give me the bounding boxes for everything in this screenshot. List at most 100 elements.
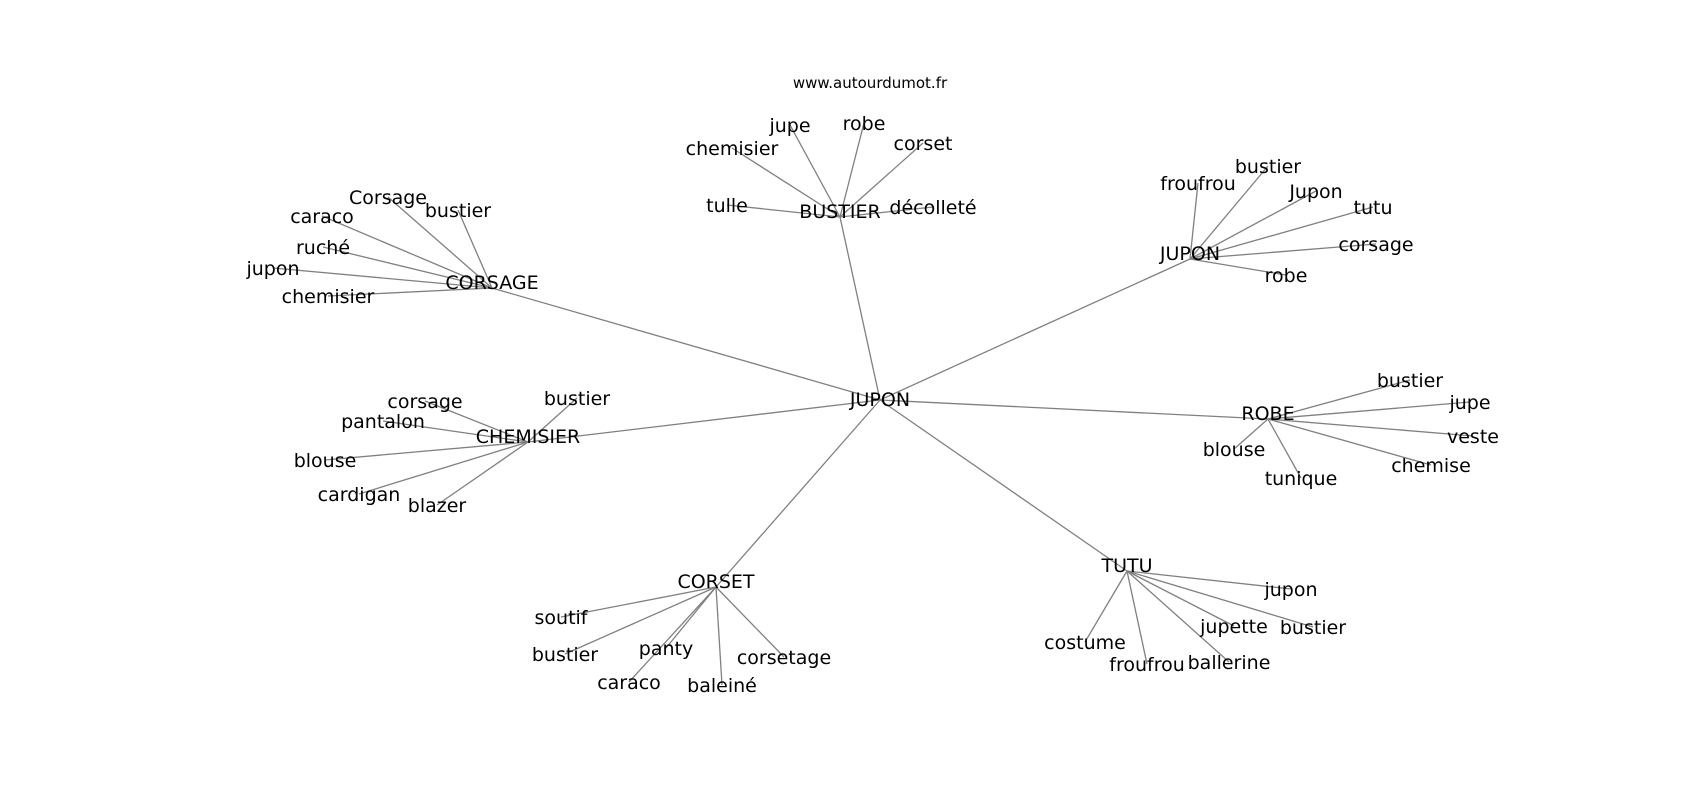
leaf-node-chemisier-2: pantalon xyxy=(341,411,425,433)
edge-corsage-leaf-4 xyxy=(272,267,493,289)
edge-chemisier-leaf-0 xyxy=(424,400,529,443)
edge-chemisier-leaf-4 xyxy=(358,441,529,495)
leaf-node-bustier-3: corset xyxy=(894,133,953,155)
edge-jupon-leaf-5 xyxy=(1189,258,1287,276)
edge-jupon-leaf-0 xyxy=(1189,182,1199,260)
edge-chemisier-leaf-1 xyxy=(527,397,578,443)
edge-center-bustier xyxy=(839,216,881,401)
leaf-node-tutu-4: ballerine xyxy=(1188,652,1271,674)
edge-tutu-leaf-0 xyxy=(1126,570,1292,590)
edge-center-chemisier xyxy=(527,399,881,443)
edge-bustier-leaf-0 xyxy=(789,124,841,218)
edge-corset-leaf-1 xyxy=(564,586,717,655)
leaf-node-corsage-4: jupon xyxy=(245,258,299,280)
leaf-node-corsage-2: caraco xyxy=(290,206,354,228)
edge-bustier-leaf-3 xyxy=(839,142,924,218)
edge-center-robe xyxy=(879,399,1269,420)
edge-corset-leaf-2 xyxy=(665,586,717,649)
edge-jupon-leaf-2 xyxy=(1189,190,1317,260)
edge-corset-leaf-4 xyxy=(628,586,717,683)
leaf-node-jupon-3: tutu xyxy=(1354,197,1393,219)
leaf-node-tutu-5: froufrou xyxy=(1109,654,1185,676)
hub-node-robe: ROBE xyxy=(1241,403,1294,425)
leaf-node-robe-3: blouse xyxy=(1203,439,1266,461)
edge-corsage-leaf-5 xyxy=(327,287,493,297)
edge-chemisier-leaf-5 xyxy=(436,441,529,506)
edge-corset-leaf-3 xyxy=(715,586,785,658)
leaf-node-corsage-0: Corsage xyxy=(349,187,427,209)
leaf-node-corsage-1: bustier xyxy=(425,200,491,222)
center-node-jupon: JUPON xyxy=(849,389,910,411)
edge-center-corsage xyxy=(491,287,881,401)
leaf-node-jupon-2: Jupon xyxy=(1288,181,1342,203)
hub-node-jupon: JUPON xyxy=(1159,243,1220,265)
edge-robe-leaf-1 xyxy=(1267,401,1471,420)
edge-corset-leaf-5 xyxy=(715,586,723,686)
leaf-node-robe-2: veste xyxy=(1447,426,1499,448)
leaf-node-jupon-1: bustier xyxy=(1235,156,1301,178)
leaf-node-bustier-5: décolleté xyxy=(889,197,976,219)
source-caption: www.autourdumot.fr xyxy=(793,74,948,92)
leaf-node-bustier-1: robe xyxy=(843,113,886,135)
leaf-node-tutu-0: jupon xyxy=(1263,579,1317,601)
edge-corsage-leaf-2 xyxy=(321,215,493,289)
hub-node-corsage: CORSAGE xyxy=(445,272,538,294)
leaf-node-robe-1: jupe xyxy=(1448,392,1490,414)
edge-robe-leaf-3 xyxy=(1233,418,1269,450)
edge-jupon-leaf-1 xyxy=(1189,165,1269,260)
leaf-node-corset-2: panty xyxy=(639,638,693,660)
edge-center-corset xyxy=(715,399,881,588)
edge-robe-leaf-4 xyxy=(1267,418,1432,466)
leaf-node-tutu-3: costume xyxy=(1044,632,1126,654)
edge-chemisier-leaf-2 xyxy=(382,420,529,443)
hub-node-tutu: TUTU xyxy=(1100,555,1152,577)
edge-bustier-leaf-1 xyxy=(839,122,865,218)
edge-tutu-leaf-3 xyxy=(1084,570,1128,643)
leaf-node-jupon-4: corsage xyxy=(1338,234,1413,256)
edge-robe-leaf-2 xyxy=(1267,418,1474,437)
edge-jupon-leaf-4 xyxy=(1189,243,1377,260)
edge-tutu-leaf-5 xyxy=(1126,570,1148,665)
edge-center-jupon xyxy=(879,258,1191,401)
edge-tutu-leaf-2 xyxy=(1126,570,1314,628)
edges xyxy=(272,122,1474,686)
edge-corsage-leaf-0 xyxy=(387,196,493,289)
edge-bustier-leaf-5 xyxy=(839,206,934,218)
edge-bustier-leaf-2 xyxy=(731,147,841,218)
edge-corset-leaf-0 xyxy=(560,586,717,618)
edge-jupon-leaf-3 xyxy=(1189,206,1374,260)
leaf-node-tutu-1: jupette xyxy=(1199,616,1268,638)
edge-chemisier-leaf-3 xyxy=(324,441,529,461)
leaf-node-bustier-2: chemisier xyxy=(686,138,779,160)
edge-corsage-leaf-1 xyxy=(457,209,493,289)
leaf-node-jupon-0: froufrou xyxy=(1160,173,1236,195)
edge-center-tutu xyxy=(879,399,1128,572)
leaf-node-corset-4: caraco xyxy=(597,672,661,694)
leaf-node-corset-1: bustier xyxy=(532,644,598,666)
leaf-node-chemisier-3: blouse xyxy=(294,450,357,472)
edge-robe-leaf-0 xyxy=(1267,379,1411,420)
hub-node-corset: CORSET xyxy=(677,571,754,593)
leaf-node-chemisier-5: blazer xyxy=(408,495,467,517)
hub-node-bustier: BUSTIER xyxy=(799,201,880,223)
leaf-node-robe-4: chemise xyxy=(1391,455,1471,477)
leaf-node-robe-0: bustier xyxy=(1377,370,1443,392)
leaf-node-jupon-5: robe xyxy=(1265,265,1308,287)
leaf-node-chemisier-1: bustier xyxy=(544,388,610,410)
leaf-node-chemisier-0: corsage xyxy=(387,391,462,413)
labels: www.autourdumot.fr JUPON Corsagebustierc… xyxy=(245,74,1499,697)
leaf-node-bustier-0: jupe xyxy=(768,115,810,137)
edge-bustier-leaf-4 xyxy=(726,204,841,218)
leaf-node-chemisier-4: cardigan xyxy=(318,484,401,506)
edge-tutu-leaf-4 xyxy=(1126,570,1230,663)
edge-tutu-leaf-1 xyxy=(1126,570,1235,627)
leaf-node-corset-3: corsetage xyxy=(737,647,831,669)
leaf-node-corset-0: soutif xyxy=(535,607,589,629)
edge-corsage-leaf-3 xyxy=(322,246,493,289)
leaf-node-corsage-5: chemisier xyxy=(282,286,375,308)
hub-node-chemisier: CHEMISIER xyxy=(476,426,580,448)
leaf-node-robe-5: tunique xyxy=(1265,468,1338,490)
leaf-node-tutu-2: bustier xyxy=(1280,617,1346,639)
edge-robe-leaf-5 xyxy=(1267,418,1302,479)
